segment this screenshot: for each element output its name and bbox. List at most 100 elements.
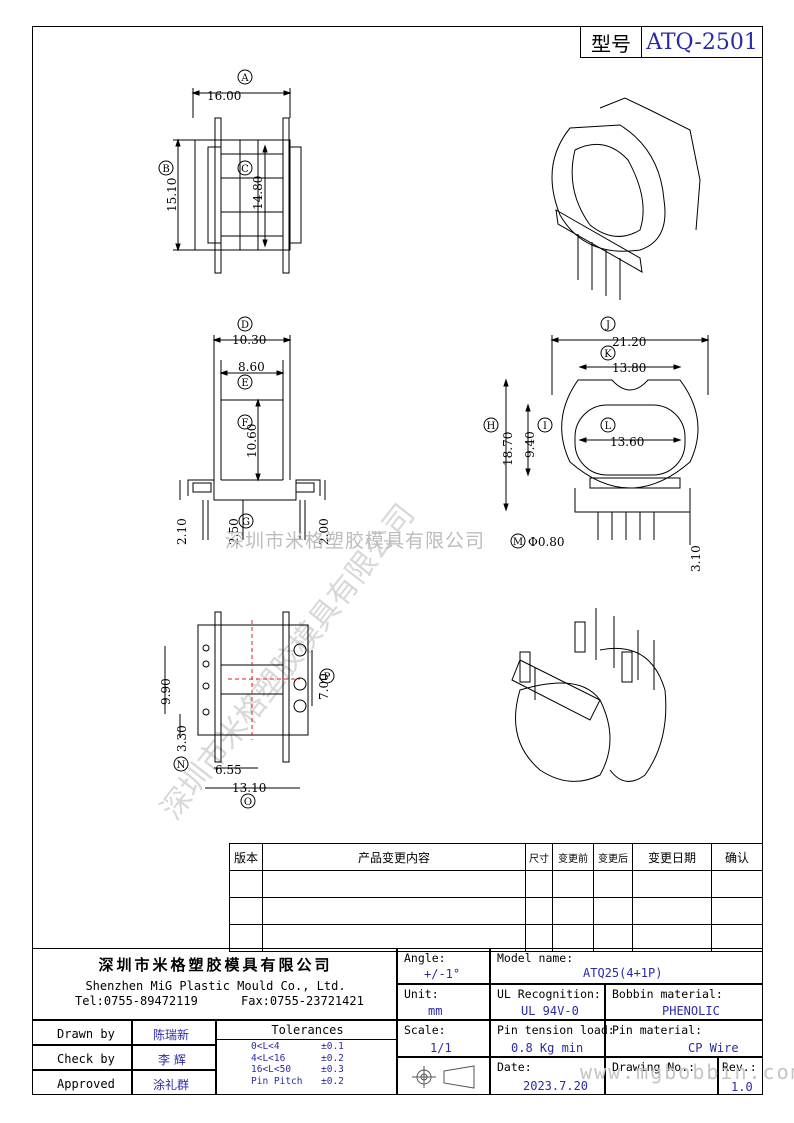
rev-h-date: 变更日期 — [632, 843, 712, 871]
tol-range-1: 4<L<16 — [251, 1052, 286, 1064]
dim-h: 18.70 — [501, 432, 515, 466]
drawing-no-label: Drawing No.: — [612, 1060, 696, 1074]
dim-f: 10.60 — [245, 424, 259, 458]
model-box: 型号 ATQ-2501 — [580, 26, 763, 58]
label-f: F — [242, 418, 249, 429]
rev-cell: Rev.: 1.0 — [718, 1057, 763, 1095]
model-name-label: Model name: — [497, 951, 574, 965]
dim-l: 13.60 — [610, 435, 644, 449]
rev-h-content: 产品变更内容 — [262, 843, 526, 871]
side-view — [483, 316, 710, 549]
date-cell: Date: 2023.7.20 — [490, 1057, 605, 1095]
tol-range-3: Pin Pitch — [251, 1075, 303, 1087]
scale-label: Scale: — [404, 1023, 446, 1037]
label-h: H — [487, 421, 496, 432]
dim-right: 2.00 — [317, 518, 331, 545]
dim-9-90: 9.90 — [159, 678, 173, 705]
rev-h-before: 变更前 — [552, 843, 594, 871]
company-cn: 深圳市米格塑胶模具有限公司 — [98, 956, 333, 974]
tol-range-2: 16<L<50 — [251, 1064, 292, 1075]
top-view — [158, 69, 302, 274]
tolerances-label: Tolerances — [217, 1023, 398, 1040]
pin-tension-cell: Pin tension load: 0.8 Kg min — [490, 1020, 615, 1057]
drawn-by-value: 陈瑞新 — [153, 1028, 190, 1042]
tol-value-3: ±0.2 — [321, 1075, 344, 1087]
label-g: G — [242, 517, 250, 528]
dim-13-10: 13.10 — [232, 781, 266, 795]
company-cell: 深圳市米格塑胶模具有限公司 Shenzhen MiG Plastic Mould… — [32, 948, 397, 1020]
watermark-company: 深圳市米格塑胶模具有限公司 — [225, 530, 486, 552]
model-label: 型号 — [581, 27, 642, 57]
dim-k: 13.80 — [612, 361, 646, 375]
unit-cell: Unit: mm — [397, 984, 490, 1020]
label-e: E — [241, 378, 248, 389]
angle-value: +/-1° — [424, 967, 461, 981]
check-by-value-cell: 李 辉 — [132, 1045, 216, 1070]
scale-value: 1/1 — [430, 1041, 452, 1055]
rev-h-confirm: 确认 — [711, 843, 763, 871]
ul-label: UL Recognition: — [497, 987, 601, 1001]
approved-label: Approved — [57, 1077, 115, 1091]
dim-pin: 3.10 — [689, 545, 703, 572]
check-by-value: 李 辉 — [158, 1053, 186, 1067]
approved-value: 涂礼群 — [153, 1078, 190, 1092]
drawn-by-cell: Drawn by — [32, 1020, 132, 1045]
pin-material-cell: Pin material: CP Wire — [605, 1020, 763, 1057]
date-label: Date: — [497, 1060, 532, 1074]
model-name-cell: Model name: ATQ25(4+1P) — [490, 948, 763, 984]
dim-a: 16.00 — [207, 89, 241, 103]
pin-material-value: CP Wire — [688, 1041, 739, 1055]
dim-g: 2.50 — [227, 518, 241, 545]
label-k: K — [604, 349, 612, 360]
tolerance-values: ±0.1 ±0.2 ±0.3 ±0.2 — [321, 1041, 344, 1087]
label-d: D — [241, 320, 249, 331]
check-by-label: Check by — [57, 1052, 115, 1066]
label-a: A — [240, 73, 249, 84]
ul-value: UL 94V-0 — [521, 1004, 579, 1018]
rev-label: Rev.: — [722, 1060, 757, 1074]
model-name-value: ATQ25(4+1P) — [583, 966, 663, 980]
dim-i: 9.40 — [523, 431, 537, 458]
dim-b: 15.10 — [165, 178, 179, 212]
angle-label: Angle: — [404, 951, 446, 965]
angle-cell: Angle: +/-1° — [397, 948, 490, 984]
date-value: 2023.7.20 — [523, 1079, 589, 1093]
company-tel: Tel:0755-89472119 — [75, 994, 198, 1008]
label-c: C — [241, 164, 249, 175]
tol-value-1: ±0.2 — [321, 1052, 344, 1064]
bottom-view — [164, 611, 335, 809]
label-n: N — [177, 760, 186, 771]
tol-value-2: ±0.3 — [321, 1064, 344, 1075]
rev-value: 1.0 — [731, 1080, 753, 1094]
isometric-bottom — [511, 608, 667, 782]
pin-material-label: Pin material: — [612, 1023, 703, 1037]
check-by-cell: Check by — [32, 1045, 132, 1070]
rev-h-after: 变更后 — [593, 843, 633, 871]
dim-c: 14.80 — [251, 176, 265, 210]
label-j: J — [605, 320, 610, 331]
revision-table: 版本 产品变更内容 尺寸 变更前 变更后 变更日期 确认 — [229, 843, 763, 952]
pin-tension-value: 0.8 Kg min — [511, 1041, 584, 1055]
ul-cell: UL Recognition: UL 94V-0 — [490, 984, 605, 1020]
pin-tension-label: Pin tension load: — [497, 1023, 615, 1037]
dim-6-55: 6.55 — [215, 763, 242, 777]
unit-value: mm — [428, 1004, 443, 1018]
bobbin-value: PHENOLIC — [662, 1004, 720, 1018]
company-fax: Fax:0755-23721421 — [241, 994, 364, 1008]
watermark-url: www.mgbobbin.com — [580, 1060, 794, 1084]
front-view — [179, 316, 326, 540]
label-i: I — [543, 421, 547, 432]
rev-h-size: 尺寸 — [525, 843, 553, 871]
label-b: B — [162, 164, 169, 175]
label-p: P — [324, 672, 331, 683]
dim-3-30: 3.30 — [175, 725, 189, 752]
tolerance-ranges: 0<L<4 4<L<16 16<L<50 Pin Pitch — [251, 1041, 302, 1087]
tolerances-cell: Tolerances 0<L<4 4<L<16 16<L<50 Pin Pitc… — [216, 1020, 398, 1095]
rev-h-version: 版本 — [229, 843, 263, 871]
dim-m: Φ0.80 — [528, 535, 565, 549]
company-en: Shenzhen MiG Plastic Mould Co., Ltd. — [85, 979, 346, 993]
approved-value-cell: 涂礼群 — [132, 1070, 216, 1095]
dim-e: 8.60 — [238, 360, 265, 374]
projection-symbol-icon — [412, 1065, 475, 1089]
